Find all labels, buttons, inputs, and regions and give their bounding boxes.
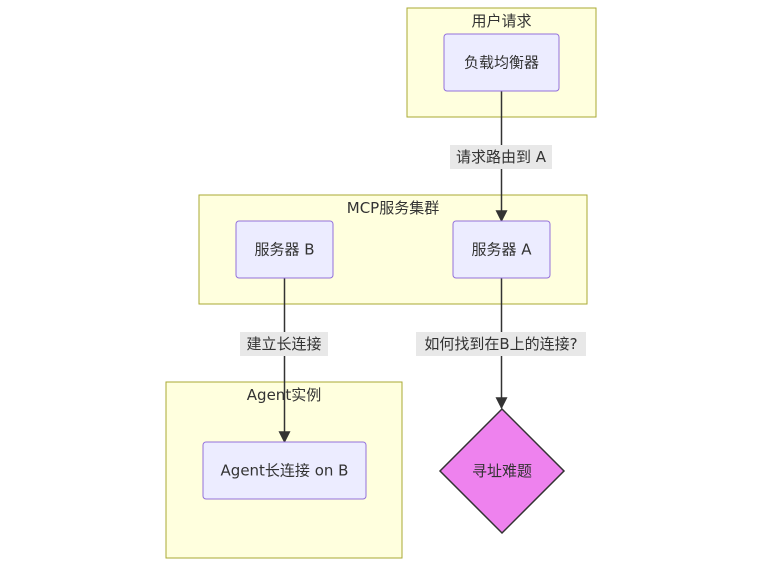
node-load-balancer[interactable]: 负载均衡器 [443,33,560,92]
cluster-user-request-title: 用户请求 [471,12,531,30]
edge-label-find-connection: 如何找到在B上的连接? [416,332,586,356]
decision-addressing-problem-label: 寻址难题 [472,462,532,480]
edge-label-long-connection: 建立长连接 [240,332,328,356]
cluster-mcp-service-title: MCP服务集群 [347,199,439,217]
node-load-balancer-label: 负载均衡器 [464,54,539,72]
node-agent-long-connection-label: Agent长连接 on B [221,462,349,480]
node-server-b-label: 服务器 B [254,241,314,259]
edge-label-route-to-a: 请求路由到 A [450,145,552,169]
node-server-a-label: 服务器 A [471,241,532,259]
edge-label-find-connection-text: 如何找到在B上的连接? [424,335,577,353]
decision-addressing-problem[interactable]: 寻址难题 [438,407,566,535]
node-agent-long-connection[interactable]: Agent长连接 on B [202,441,367,500]
edge-label-long-connection-text: 建立长连接 [246,335,321,353]
node-server-b[interactable]: 服务器 B [235,220,334,279]
node-server-a[interactable]: 服务器 A [452,220,551,279]
edge-label-route-to-a-text: 请求路由到 A [456,148,547,166]
